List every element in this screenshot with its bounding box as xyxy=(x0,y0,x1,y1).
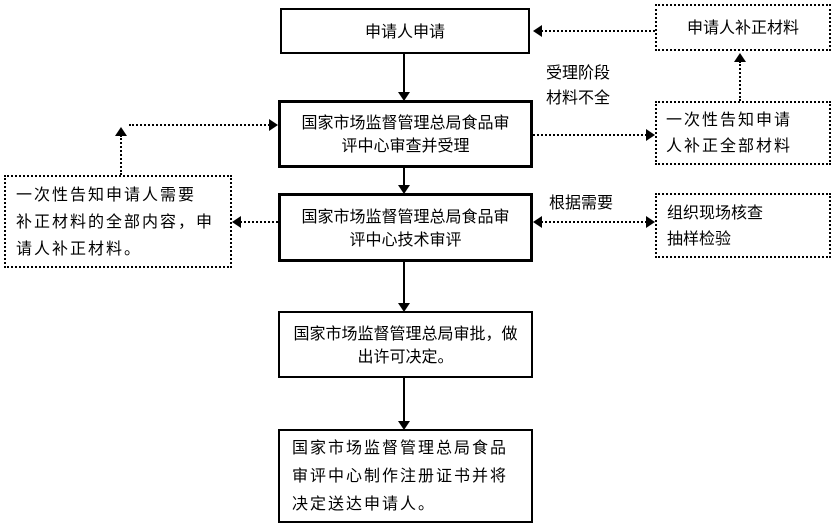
arrow-notice-to-supplement xyxy=(734,53,746,101)
box-applicant-supplement-material: 申请人补正材料 xyxy=(655,4,831,51)
box-approval-decision: 国家市场监督管理总局审批，做 出许可决定。 xyxy=(278,311,533,378)
arrow-supplement-to-apply xyxy=(533,25,655,37)
box-certificate-delivery: 国家市场监督管理总局食品 审评中心制作注册证书并将 决定送达申请人。 xyxy=(278,429,533,523)
box-one-time-notice-all-materials: 一次性告知申请 人补正全部材料 xyxy=(655,101,831,165)
arrowhead-left-icon xyxy=(232,216,241,228)
arrow-line xyxy=(120,135,122,175)
arrow-line xyxy=(403,262,405,304)
arrow-technical-to-leftnotice xyxy=(232,216,278,228)
arrowhead-right-icon xyxy=(646,129,655,141)
arrowhead-left-icon xyxy=(533,216,542,228)
arrowhead-up-icon xyxy=(115,127,127,136)
arrowhead-right-icon xyxy=(646,216,655,228)
arrowhead-down-icon xyxy=(398,303,410,312)
box-one-time-notice-contents: 一次性告知申请人需要 补正材料的全部内容，申 请人补正材料。 xyxy=(4,175,232,268)
arrow-line xyxy=(129,124,270,126)
arrow-line xyxy=(403,54,405,93)
arrow-line xyxy=(403,167,405,186)
arrow-line xyxy=(403,378,405,422)
box-technical-review: 国家市场监督管理总局食品审 评中心技术审评 xyxy=(278,193,533,262)
arrow-line xyxy=(541,221,647,223)
box-site-check-sampling: 组织现场核查 抽样检验 xyxy=(655,193,831,258)
arrow-line xyxy=(739,61,741,101)
arrow-review-to-technical xyxy=(398,167,410,194)
label-as-needed: 根据需要 xyxy=(549,193,614,212)
arrow-approval-to-certificate xyxy=(398,378,410,430)
label-acceptance-stage-incomplete: 受理阶段 材料不全 xyxy=(546,63,611,107)
box-applicant-apply: 申请人申请 xyxy=(280,8,530,54)
arrowhead-left-icon xyxy=(533,25,542,37)
arrow-review-to-notice xyxy=(533,129,655,141)
arrow-technical-to-approval xyxy=(398,262,410,312)
arrow-line xyxy=(533,134,647,136)
arrowhead-up-icon xyxy=(734,53,746,62)
arrowhead-right-icon xyxy=(269,119,278,131)
arrow-leftnotice-to-review xyxy=(129,119,278,131)
box-review-and-accept: 国家市场监督管理总局食品审 评中心审查并受理 xyxy=(278,100,533,168)
arrowhead-down-icon xyxy=(398,92,410,101)
arrow-leftnotice-up xyxy=(115,127,127,175)
arrow-line xyxy=(240,221,278,223)
arrow-line xyxy=(541,30,655,32)
arrow-technical-sitecheck-bidirectional xyxy=(533,216,655,228)
arrowhead-down-icon xyxy=(398,185,410,194)
arrow-apply-to-review xyxy=(398,54,410,101)
arrowhead-down-icon xyxy=(398,421,410,430)
